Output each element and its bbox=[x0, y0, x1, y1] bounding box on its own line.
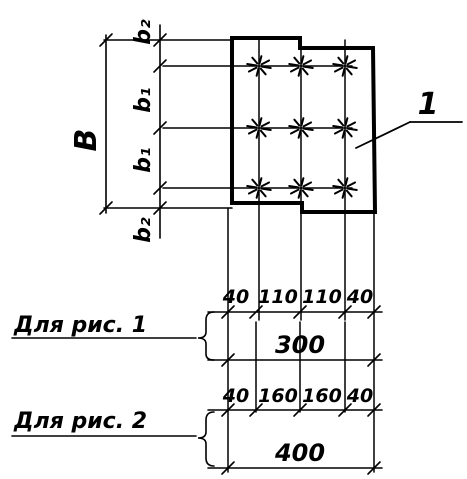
edge-top-label: b₂ bbox=[131, 19, 156, 45]
figure-1-segment-1: 40 bbox=[222, 286, 249, 308]
bolt-mark bbox=[332, 117, 358, 139]
bolt-grid bbox=[246, 55, 358, 199]
figure-1-segment-3: 110 bbox=[302, 286, 342, 308]
bolt-mark bbox=[332, 177, 358, 199]
figure-2-dimension-lines bbox=[11, 403, 383, 475]
figure-2-total: 400 bbox=[274, 439, 325, 467]
bolt-mark bbox=[246, 55, 272, 77]
figure-1-segment-4: 40 bbox=[346, 286, 373, 308]
pitch-upper-label: b₁ bbox=[131, 87, 156, 112]
figure-1-segment-2: 110 bbox=[258, 286, 298, 308]
plate-outline bbox=[230, 36, 378, 214]
pitch-lower-label: b₁ bbox=[131, 147, 156, 172]
bolt-mark bbox=[288, 55, 314, 77]
bolt-mark bbox=[288, 177, 314, 199]
bolt-mark bbox=[288, 117, 314, 139]
figure-1-label: Для рис. 1 bbox=[13, 313, 147, 338]
figure-2-segment-2: 160 bbox=[258, 385, 298, 407]
extension-lines bbox=[227, 207, 375, 473]
vertical-dimension-chain bbox=[99, 24, 233, 239]
bolt-mark bbox=[332, 55, 358, 77]
figure-2-segment-1: 40 bbox=[222, 385, 249, 407]
edge-bottom-label: b₂ bbox=[131, 217, 156, 243]
overall-dimension-label: B bbox=[69, 129, 104, 152]
callout-number: 1 bbox=[418, 87, 439, 122]
figure-1-dimension-lines bbox=[11, 305, 383, 367]
bolt-mark bbox=[246, 117, 272, 139]
callout-leader bbox=[355, 121, 463, 149]
figure-2-segment-4: 40 bbox=[346, 385, 373, 407]
bolt-mark bbox=[246, 177, 272, 199]
figure-1-total: 300 bbox=[275, 331, 325, 359]
figure-2-segment-3: 160 bbox=[302, 385, 342, 407]
bolt-centerlines bbox=[162, 39, 353, 321]
figure-2-label: Для рис. 2 bbox=[13, 409, 147, 434]
